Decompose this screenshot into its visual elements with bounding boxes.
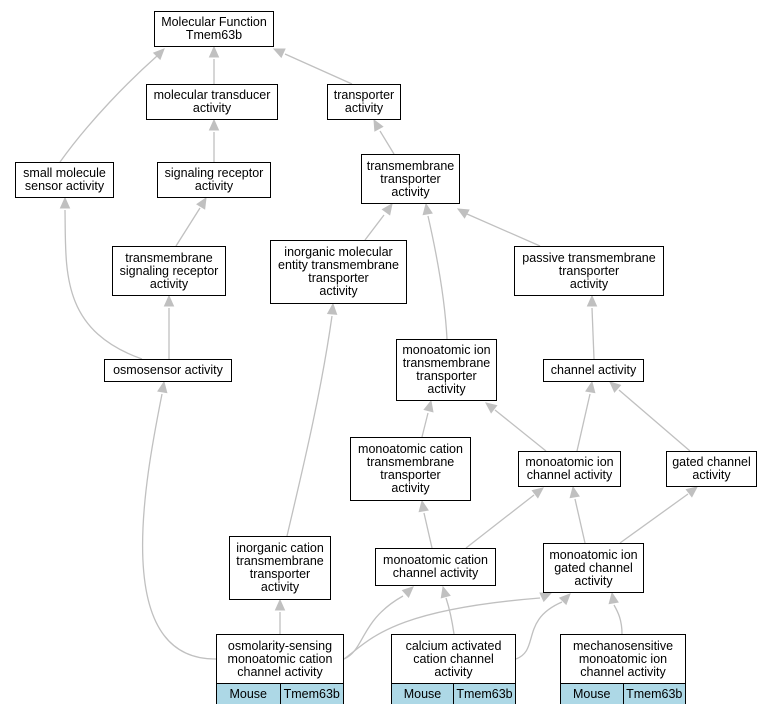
node-passive-transmembrane[interactable]: passive transmembrane transporter activi… <box>514 246 664 296</box>
node-small-molecule-sensor[interactable]: small molecule sensor activity <box>15 162 114 198</box>
edge-gca-ca-arrowhead <box>609 381 622 393</box>
gene-tag[interactable]: Tmem63b <box>279 684 343 704</box>
edge-ta-mf <box>284 53 353 85</box>
leaf-label: osmolarity-sensing monoatomic cation cha… <box>227 638 333 679</box>
edge-imet-tta <box>364 214 385 241</box>
leaf-tags: Mouse Tmem63b <box>217 683 343 704</box>
edge-ptta-tta <box>466 213 541 247</box>
edge-migca-gca <box>619 493 689 544</box>
edge-osm-migca-arrowhead <box>539 592 553 603</box>
gene-tag[interactable]: Tmem63b <box>453 684 515 704</box>
edge-cac-migca-arrowhead <box>558 593 571 606</box>
edge-sms-mf-arrowhead <box>152 48 165 61</box>
leaf-osmolarity-sensing[interactable]: osmolarity-sensing monoatomic cation cha… <box>216 634 344 704</box>
edge-mec-migca-arrowhead <box>608 591 619 605</box>
node-monoatomic-ion-gated-channel[interactable]: monoatomic ion gated channel activity <box>543 543 644 593</box>
edge-osa-sms-arrowhead <box>59 196 71 209</box>
species-tag[interactable]: Mouse <box>392 684 453 704</box>
node-channel-activity[interactable]: channel activity <box>543 359 644 382</box>
edge-osm-osa-arrowhead <box>157 380 168 394</box>
edge-mcca-mica <box>465 494 535 549</box>
edge-cac-mcca-arrowhead <box>440 585 451 599</box>
edge-migca-mica-arrowhead <box>569 485 580 499</box>
edge-osm-mcca <box>343 595 404 660</box>
node-gated-channel[interactable]: gated channel activity <box>666 451 757 487</box>
node-osmosensor-activity[interactable]: osmosensor activity <box>104 359 232 382</box>
edge-tsra-sra-arrowhead <box>196 196 207 210</box>
edge-osm-osa <box>141 393 217 660</box>
leaf-tags: Mouse Tmem63b <box>392 683 515 704</box>
edge-migca-gca-arrowhead <box>685 486 698 498</box>
node-transmembrane-signaling-receptor[interactable]: transmembrane signaling receptor activit… <box>112 246 226 296</box>
leaf-mechanosensitive[interactable]: mechanosensitive monoatomic ion channel … <box>560 634 686 704</box>
edge-ca-ptta <box>591 307 595 360</box>
edge-mitta-tta-arrowhead <box>422 202 433 216</box>
edge-ta-mf-arrowhead <box>272 48 286 59</box>
gene-tag[interactable]: Tmem63b <box>622 684 685 704</box>
edge-migca-mica <box>574 498 586 544</box>
node-inorganic-cation-transmembrane[interactable]: inorganic cation transmembrane transport… <box>229 536 331 600</box>
edge-sra-mta-arrowhead <box>208 118 220 131</box>
edge-osa-sms <box>64 209 143 360</box>
edge-mica-ca-arrowhead <box>585 380 596 394</box>
node-monoatomic-ion-channel[interactable]: monoatomic ion channel activity <box>518 451 621 487</box>
edge-cac-migca <box>515 601 563 660</box>
species-tag[interactable]: Mouse <box>217 684 280 704</box>
edge-mcca-mctta-arrowhead <box>418 499 429 513</box>
edge-mcca-mica-arrowhead <box>531 487 544 499</box>
edge-mitta-tta <box>427 215 448 340</box>
edge-sms-mf <box>59 55 158 163</box>
edge-mcca-mctta <box>423 512 433 549</box>
edge-ictt-imet-arrowhead <box>326 302 338 315</box>
edge-osm-migca <box>343 597 541 660</box>
edge-ca-ptta-arrowhead <box>586 294 598 307</box>
node-inorganic-molecular-entity[interactable]: inorganic molecular entity transmembrane… <box>270 240 407 304</box>
edge-gca-ca <box>618 389 691 452</box>
node-molecular-transducer[interactable]: molecular transducer activity <box>146 84 278 120</box>
node-transmembrane-transporter[interactable]: transmembrane transporter activity <box>361 154 460 204</box>
edge-mica-ca <box>576 393 591 452</box>
edge-mctta-mitta-arrowhead <box>423 399 434 413</box>
edge-osm-mcca-arrowhead <box>401 586 414 598</box>
leaf-label: calcium activated cation channel activit… <box>405 638 502 679</box>
leaf-label: mechanosensitive monoatomic ion channel … <box>572 638 674 679</box>
edge-mec-migca <box>613 604 623 635</box>
node-signaling-receptor[interactable]: signaling receptor activity <box>157 162 271 198</box>
node-monoatomic-cation-channel[interactable]: monoatomic cation channel activity <box>375 548 496 586</box>
edge-tta-ta <box>379 130 395 155</box>
node-monoatomic-ion-transmembrane[interactable]: monoatomic ion transmembrane transporter… <box>396 339 497 401</box>
edge-ictt-imet <box>286 315 333 537</box>
species-tag[interactable]: Mouse <box>561 684 623 704</box>
edge-tsra-sra <box>175 207 201 247</box>
edge-imet-tta-arrowhead <box>381 203 393 216</box>
leaf-tags: Mouse Tmem63b <box>561 683 685 704</box>
edge-osa-tsra-arrowhead <box>163 294 175 307</box>
leaf-calcium-activated[interactable]: calcium activated cation channel activit… <box>391 634 516 704</box>
edge-osm-ictt-arrowhead <box>274 598 286 611</box>
node-transporter-activity[interactable]: transporter activity <box>327 84 401 120</box>
edge-ptta-tta-arrowhead <box>456 208 470 219</box>
node-molecular-function[interactable]: Molecular Function Tmem63b <box>154 11 274 47</box>
edge-mica-mitta-arrowhead <box>485 402 498 414</box>
edge-mctta-mitta <box>421 412 429 438</box>
edge-tta-ta-arrowhead <box>373 118 384 132</box>
node-monoatomic-cation-transmembrane[interactable]: monoatomic cation transmembrane transpor… <box>350 437 471 501</box>
edge-cac-mcca <box>445 597 455 635</box>
edge-mica-mitta <box>494 409 547 452</box>
edge-mta-mf-arrowhead <box>208 45 220 58</box>
